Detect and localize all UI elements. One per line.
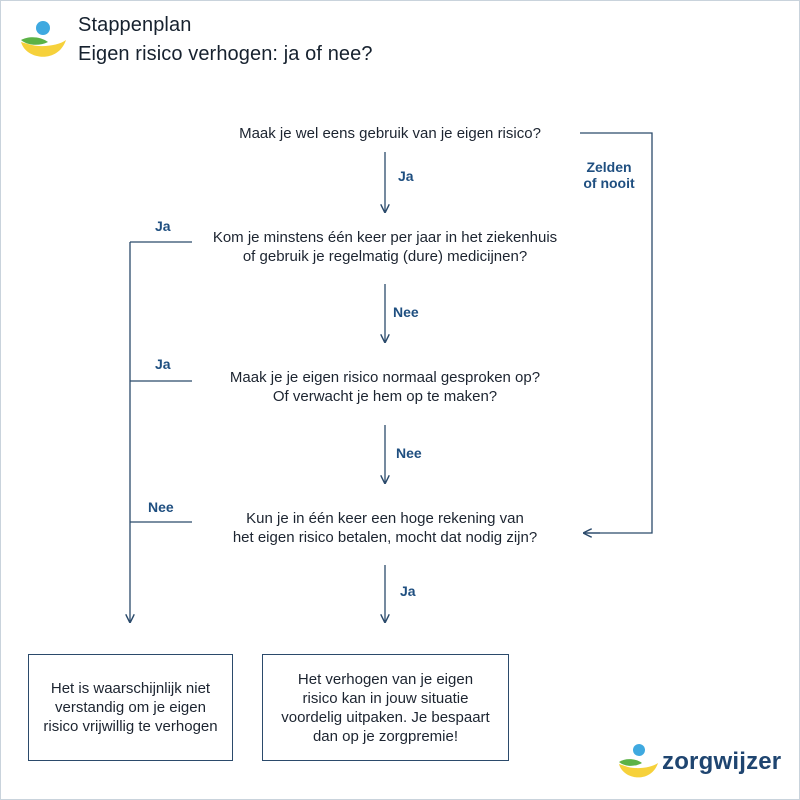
page-subtitle: Eigen risico verhogen: ja of nee? bbox=[78, 43, 373, 65]
question-4-line-1: Kun je in één keer een hoge rekening van bbox=[246, 510, 524, 527]
label-zelden-of-nooit: Zelden of nooit bbox=[570, 159, 648, 191]
question-4-line-2: het eigen risico betalen, mocht dat nodi… bbox=[232, 529, 538, 546]
question-2-line-1: Kom je minstens één keer per jaar in het… bbox=[212, 229, 558, 246]
outcome-negative-line-1: Het is waarschijnlijk niet bbox=[50, 680, 211, 697]
question-2-line-2: of gebruik je regelmatig (dure) medicijn… bbox=[242, 248, 528, 265]
outcome-positive-box: Het verhogen van je eigen risico kan in … bbox=[262, 654, 509, 761]
brand-name: zorgwijzer bbox=[662, 748, 782, 775]
question-4: Kun je in één keer een hoge rekening van… bbox=[185, 509, 585, 547]
label-zelden: Zelden bbox=[586, 159, 632, 175]
label-q2-ja: Ja bbox=[155, 218, 171, 234]
outcome-positive-line-3: voordelig uitpaken. Je bespaart bbox=[281, 708, 490, 726]
outcome-positive-line-1: Het verhogen van je eigen bbox=[297, 670, 474, 688]
outcome-negative-line-2: verstandig om je eigen bbox=[55, 699, 206, 716]
label-q3-nee: Nee bbox=[396, 445, 422, 461]
outcome-negative-box: Het is waarschijnlijk niet verstandig om… bbox=[28, 654, 233, 761]
label-q4-nee: Nee bbox=[148, 499, 174, 515]
question-1-line-1: Maak je wel eens gebruik van je eigen ri… bbox=[239, 125, 541, 142]
label-q1-ja: Ja bbox=[398, 168, 414, 184]
label-q4-ja: Ja bbox=[400, 583, 416, 599]
zorgwijzer-brand-logo-icon bbox=[619, 744, 658, 778]
question-1: Maak je wel eens gebruik van je eigen ri… bbox=[190, 124, 590, 143]
zorgwijzer-logo-icon bbox=[21, 21, 66, 57]
outcome-positive-line-2: risico kan in jouw situatie bbox=[302, 689, 469, 707]
page-title: Stappenplan bbox=[78, 14, 192, 36]
question-2: Kom je minstens één keer per jaar in het… bbox=[185, 228, 585, 266]
outcome-positive-line-4: dan op je zorgpremie! bbox=[312, 727, 459, 745]
outcome-negative-line-3: risico vrijwillig te verhogen bbox=[43, 718, 218, 735]
label-q2-nee: Nee bbox=[393, 304, 419, 320]
label-of-nooit: of nooit bbox=[583, 175, 635, 191]
label-q3-ja: Ja bbox=[155, 356, 171, 372]
question-3: Maak je je eigen risico normaal gesproke… bbox=[185, 368, 585, 406]
question-3-line-1: Maak je je eigen risico normaal gesproke… bbox=[229, 369, 541, 386]
connector-zelden bbox=[580, 132, 653, 534]
question-3-line-2: Of verwacht je hem op te maken? bbox=[272, 388, 498, 405]
